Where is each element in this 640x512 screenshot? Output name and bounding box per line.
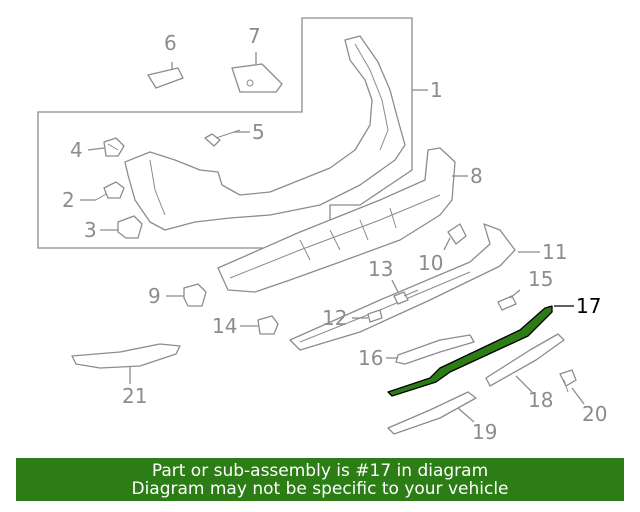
part-18-molding xyxy=(485,333,565,387)
label-21: 21 xyxy=(122,384,147,408)
part-2-grommet xyxy=(95,181,125,201)
part-4-clip xyxy=(103,137,125,157)
part-13-bolt xyxy=(393,289,419,305)
label-5: 5 xyxy=(252,120,265,144)
part-12-clip xyxy=(367,309,383,323)
label-4: 4 xyxy=(70,138,83,162)
label-13: 13 xyxy=(368,257,393,281)
label-2: 2 xyxy=(62,188,75,212)
label-15: 15 xyxy=(528,267,553,291)
label-12: 12 xyxy=(322,306,347,330)
label-11: 11 xyxy=(542,240,567,264)
part-20-screw xyxy=(559,369,577,393)
part-15-bracket xyxy=(497,295,517,311)
part-8-reinforcement xyxy=(217,147,456,293)
part-17-molding-highlighted xyxy=(387,305,553,397)
part-7-reflector xyxy=(231,63,283,93)
part-21-molding xyxy=(71,343,181,369)
label-17: 17 xyxy=(576,294,601,318)
callout-labels: 1 2 3 4 5 6 7 8 9 10 11 12 13 14 15 16 1… xyxy=(62,24,607,444)
label-19: 19 xyxy=(472,420,497,444)
label-3: 3 xyxy=(84,218,97,242)
leader-lines xyxy=(80,52,585,423)
info-banner: Part or sub-assembly is #17 in diagram D… xyxy=(16,458,624,501)
label-14: 14 xyxy=(212,314,237,338)
part-3-bracket xyxy=(117,215,143,239)
banner-line-1: Part or sub-assembly is #17 in diagram xyxy=(151,460,489,481)
assembly-box xyxy=(37,17,413,249)
part-5-screw xyxy=(204,129,241,147)
label-6: 6 xyxy=(164,31,177,55)
label-20: 20 xyxy=(582,402,607,426)
label-8: 8 xyxy=(470,164,483,188)
banner-line-2: Diagram may not be specific to your vehi… xyxy=(131,478,509,499)
part-16-molding xyxy=(395,334,475,365)
label-9: 9 xyxy=(148,284,161,308)
label-18: 18 xyxy=(528,388,553,412)
part-1-bumper-cover xyxy=(124,35,406,231)
part-10-bracket xyxy=(447,223,467,245)
part-14-bracket xyxy=(257,315,279,335)
part-6-bracket xyxy=(147,67,184,89)
label-16: 16 xyxy=(358,346,383,370)
label-1: 1 xyxy=(430,78,443,102)
part-19-molding xyxy=(387,391,477,435)
label-7: 7 xyxy=(248,24,261,48)
label-10: 10 xyxy=(418,251,443,275)
part-9-bracket xyxy=(183,283,207,307)
